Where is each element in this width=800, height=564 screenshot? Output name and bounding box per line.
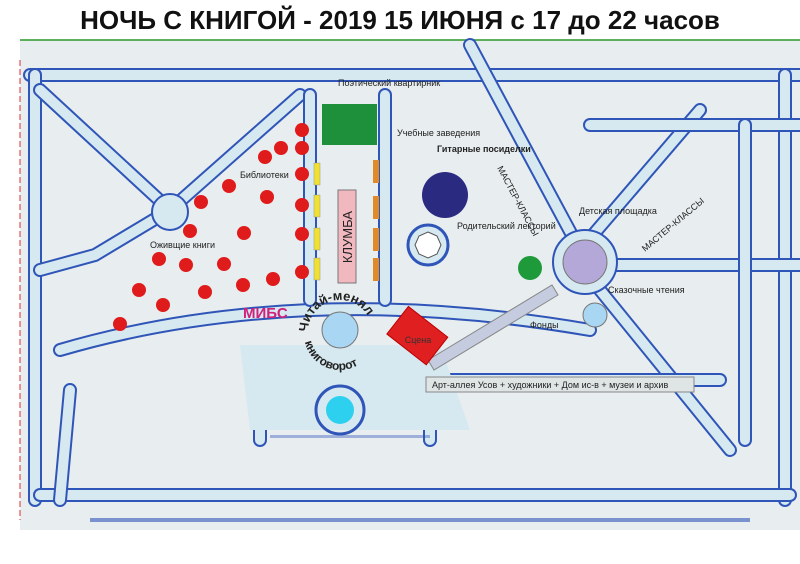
art-alley-strip [427,284,559,371]
label-mibs: МИБС [243,305,288,322]
label-art-alley: Арт-аллея Усов + художники + Дом ис-в + … [432,380,668,390]
schools-markers [373,160,379,281]
libraries-markers [313,162,321,281]
chitai-menyai-area [321,311,359,349]
guitar-area [422,172,468,218]
stage-area [386,305,449,366]
central-plaza [240,345,470,430]
label-schools: Учебные заведения [397,128,480,138]
label-parents: Родительский лекторий [457,221,556,231]
label-poetry: Поэтический квартирник [338,78,440,88]
fountain [326,396,354,424]
map-title: НОЧЬ С КНИГОЙ - 2019 15 ИЮНЯ с 17 до 22 … [80,5,720,35]
parents-lecture-area [518,256,542,280]
klumba-area [337,189,357,284]
roundabout-left [151,193,189,231]
label-libraries: Библиотеки [240,170,289,180]
parking-markers [90,435,750,522]
fountain-ring [314,384,366,436]
pavilion-octagon [414,231,442,259]
label-klumba: КЛУМБА [340,211,355,263]
label-playground: Детская площадка [579,206,657,216]
art-alley-sign [425,376,695,393]
label-living-books: Оживщие книги [150,240,215,250]
label-stage: Сцена [405,335,432,345]
label-funds: Фонды [530,320,559,330]
label-guitar: Гитарные посиделки [437,144,531,154]
poetry-area [322,104,377,145]
fairy-reading-area [582,302,608,328]
living-books-markers [113,123,309,331]
label-fairy: Сказочные чтения [608,285,685,295]
playground-area [562,239,608,285]
